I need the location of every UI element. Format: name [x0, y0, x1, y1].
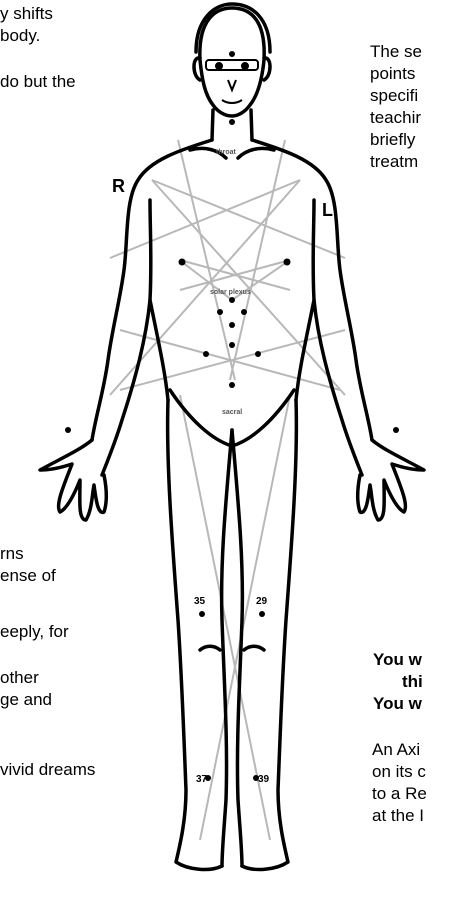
- side-label-right: R: [112, 176, 125, 196]
- label-sacral: sacral: [222, 409, 242, 416]
- point-label-left-knee: 29: [256, 596, 268, 607]
- label-solar-plexus: solar plexus: [210, 289, 251, 296]
- point-label-right-knee: 35: [194, 596, 206, 607]
- point-label-right-ankle: 37: [196, 774, 208, 785]
- label-throat: throat: [216, 149, 237, 156]
- point-label-left-ankle: 39: [258, 774, 270, 785]
- side-label-left: L: [322, 200, 333, 220]
